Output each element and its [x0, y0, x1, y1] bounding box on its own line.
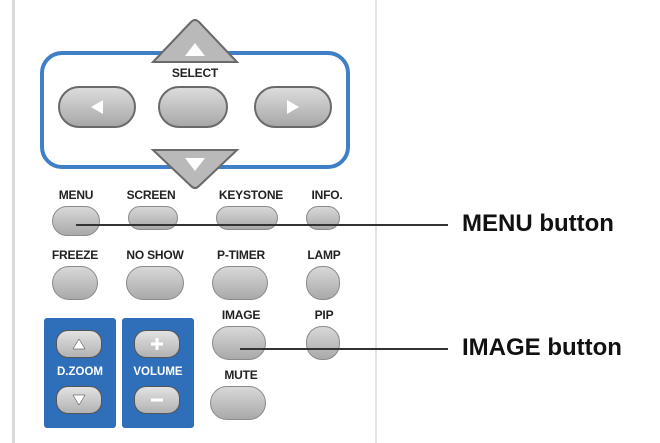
menu-callout: MENU button: [462, 210, 614, 237]
pip-button[interactable]: [306, 326, 340, 360]
plus-icon: [151, 338, 163, 350]
p-timer-label: P-TIMER: [217, 248, 265, 262]
mute-button[interactable]: [210, 386, 266, 420]
volume-minus-button[interactable]: [134, 386, 180, 414]
lamp-button[interactable]: [306, 266, 340, 300]
screen-button[interactable]: [128, 206, 178, 230]
up-arrow-icon: [72, 338, 86, 350]
info-button[interactable]: [306, 206, 340, 230]
mute-label: MUTE: [224, 368, 258, 382]
menu-label: MENU: [58, 188, 94, 202]
down-button[interactable]: [145, 146, 245, 192]
image-callout: IMAGE button: [462, 334, 622, 361]
volume-plus-button[interactable]: [134, 330, 180, 358]
left-arrow-icon: [91, 100, 103, 114]
pip-label: PIP: [314, 308, 334, 322]
freeze-label: FREEZE: [51, 248, 99, 262]
lamp-label: LAMP: [307, 248, 341, 262]
down-arrow-icon: [72, 394, 86, 406]
volume-label: VOLUME: [133, 366, 183, 378]
minus-icon: [151, 398, 163, 402]
left-button[interactable]: [58, 86, 136, 128]
image-callout-line: [240, 348, 448, 350]
up-button[interactable]: [145, 16, 245, 66]
screen-label: SCREEN: [126, 188, 176, 202]
menu-callout-line: [76, 224, 448, 226]
select-center-button[interactable]: [158, 86, 228, 128]
no-show-label: NO SHOW: [126, 248, 184, 262]
image-label: IMAGE: [221, 308, 261, 322]
info-label: INFO.: [311, 188, 343, 202]
right-arrow-icon: [287, 100, 299, 114]
p-timer-button[interactable]: [212, 266, 268, 300]
dzoom-up-button[interactable]: [56, 330, 102, 358]
down-arrow-icon: [185, 158, 205, 171]
select-label: SELECT: [171, 66, 219, 80]
up-arrow-icon: [185, 43, 205, 56]
freeze-button[interactable]: [52, 266, 98, 300]
keystone-button[interactable]: [216, 206, 278, 230]
dzoom-label: D.ZOOM: [57, 366, 103, 378]
dzoom-down-button[interactable]: [56, 386, 102, 414]
right-button[interactable]: [254, 86, 332, 128]
menu-button[interactable]: [52, 206, 100, 236]
remote-left-edge: [12, 0, 15, 443]
keystone-label: KEYSTONE: [218, 188, 284, 202]
no-show-button[interactable]: [126, 266, 184, 300]
image-button[interactable]: [212, 326, 266, 360]
remote-right-edge: [375, 0, 377, 443]
